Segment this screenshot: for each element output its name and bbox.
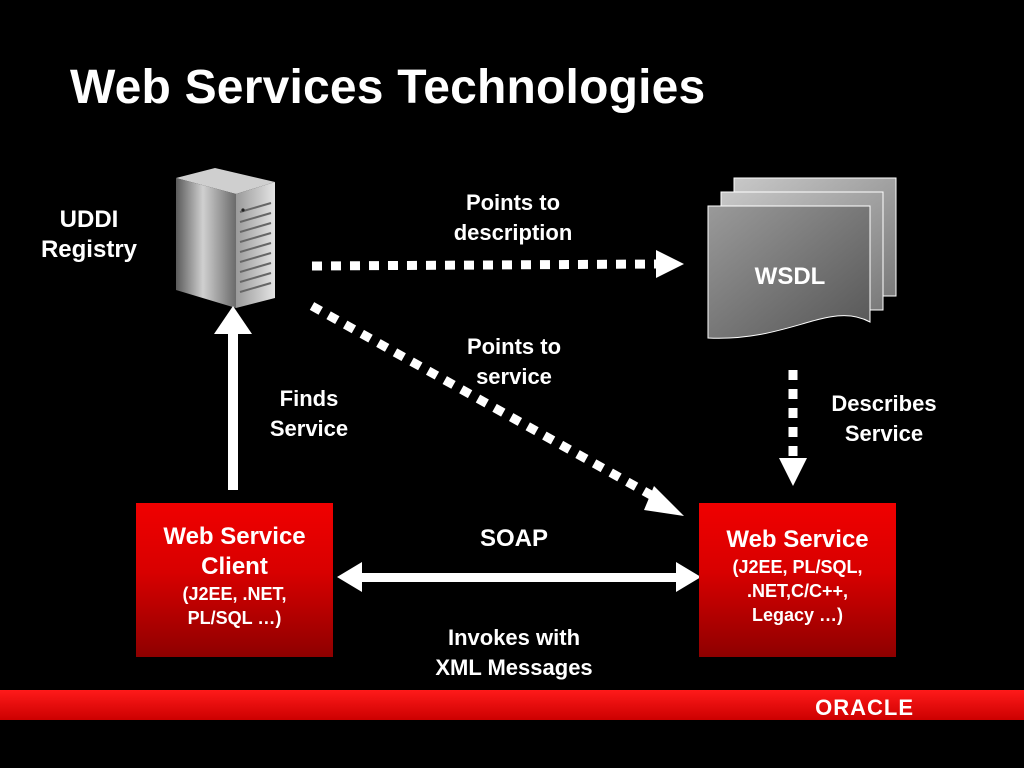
finds-service-line2: Service bbox=[269, 416, 349, 441]
describes-service-line1: Describes bbox=[831, 391, 937, 416]
invokes-line2: XML Messages bbox=[435, 655, 593, 680]
oracle-logo: ORACLE bbox=[815, 695, 914, 720]
footer-bar bbox=[0, 690, 1024, 720]
uddi-registry-label: UDDI Registry bbox=[26, 205, 152, 265]
uddi-label-line2: Registry bbox=[40, 236, 138, 263]
invokes-label: Invokes with XML Messages bbox=[404, 623, 624, 683]
points-to-service-label: Points to service bbox=[430, 332, 598, 392]
points-to-description-line2: description bbox=[453, 220, 573, 245]
describes-service-line2: Service bbox=[844, 421, 924, 446]
document-stack-icon bbox=[707, 177, 897, 339]
soap-double-arrow bbox=[337, 562, 701, 592]
arrow-finds-service bbox=[214, 306, 252, 490]
dotted-arrow-to-wsdl bbox=[311, 250, 684, 278]
web-service-box: Web Service (J2EE, PL/SQL, .NET,C/C++, L… bbox=[699, 503, 896, 657]
wsdl-label: WSDL bbox=[754, 263, 826, 290]
web-service-client-box: Web Service Client (J2EE, .NET, PL/SQL …… bbox=[136, 503, 333, 657]
service-line4: Legacy …) bbox=[751, 605, 844, 625]
service-line1: Web Service bbox=[726, 526, 869, 553]
service-line3: .NET,C/C++, bbox=[746, 581, 849, 601]
dotted-arrow-to-service bbox=[309, 302, 684, 516]
points-to-description-label: Points to description bbox=[420, 188, 606, 248]
client-line1: Web Service bbox=[163, 523, 306, 550]
service-line2: (J2EE, PL/SQL, bbox=[732, 557, 863, 577]
points-to-service-line2: service bbox=[476, 364, 552, 389]
finds-service-label: Finds Service bbox=[250, 384, 368, 444]
finds-service-line1: Finds bbox=[279, 386, 339, 411]
points-to-description-line1: Points to bbox=[465, 190, 561, 215]
client-line2: Client bbox=[201, 553, 268, 580]
slide-title: Web Services Technologies bbox=[70, 61, 706, 114]
soap-label: SOAP bbox=[479, 525, 548, 552]
server-icon bbox=[176, 168, 275, 308]
points-to-service-line1: Points to bbox=[466, 334, 562, 359]
invokes-line1: Invokes with bbox=[447, 625, 581, 650]
client-line3: (J2EE, .NET, bbox=[182, 584, 287, 604]
dotted-arrow-describes bbox=[779, 370, 807, 486]
client-line4: PL/SQL …) bbox=[187, 608, 282, 628]
describes-service-label: Describes Service bbox=[812, 389, 956, 449]
uddi-label-line1: UDDI bbox=[59, 206, 119, 233]
